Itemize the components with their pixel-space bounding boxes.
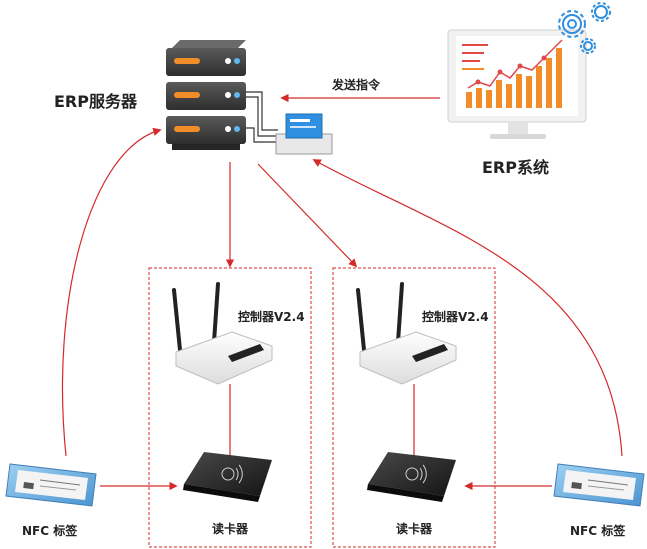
- router-icon: [172, 282, 273, 385]
- gear-icon: [558, 2, 611, 54]
- controller-group-box-right: [332, 267, 496, 548]
- controller-label-left: 控制器V2.4: [238, 310, 305, 324]
- controller-label-right: 控制器V2.4: [422, 310, 489, 324]
- monitor-icon: [447, 29, 587, 139]
- arrow-nfc-right-to-switch: [312, 159, 623, 457]
- card-reader-icon: [367, 452, 456, 502]
- nfc-tag-icon: [553, 463, 645, 507]
- send-command-label: 发送指令: [332, 78, 381, 92]
- server-cables: [246, 91, 278, 143]
- erp-server-label: ERP服务器: [54, 92, 137, 111]
- server-icon: [166, 40, 246, 150]
- nfc-tag-icon: [5, 463, 97, 507]
- card-reader-icon: [183, 452, 272, 502]
- nfc-label-right: NFC 标签: [570, 524, 626, 538]
- arrow-nfc-left-to-server: [61, 127, 162, 457]
- erp-system-label: ERP系统: [482, 158, 549, 177]
- reader-label-right: 读卡器: [396, 522, 433, 536]
- nfc-label-left: NFC 标签: [22, 524, 78, 538]
- router-icon: [356, 282, 457, 385]
- network-switch-icon: [275, 113, 333, 155]
- arrow-server-to-controller-right: [257, 163, 358, 268]
- reader-label-left: 读卡器: [212, 522, 249, 536]
- controller-group-box-left: [148, 267, 312, 548]
